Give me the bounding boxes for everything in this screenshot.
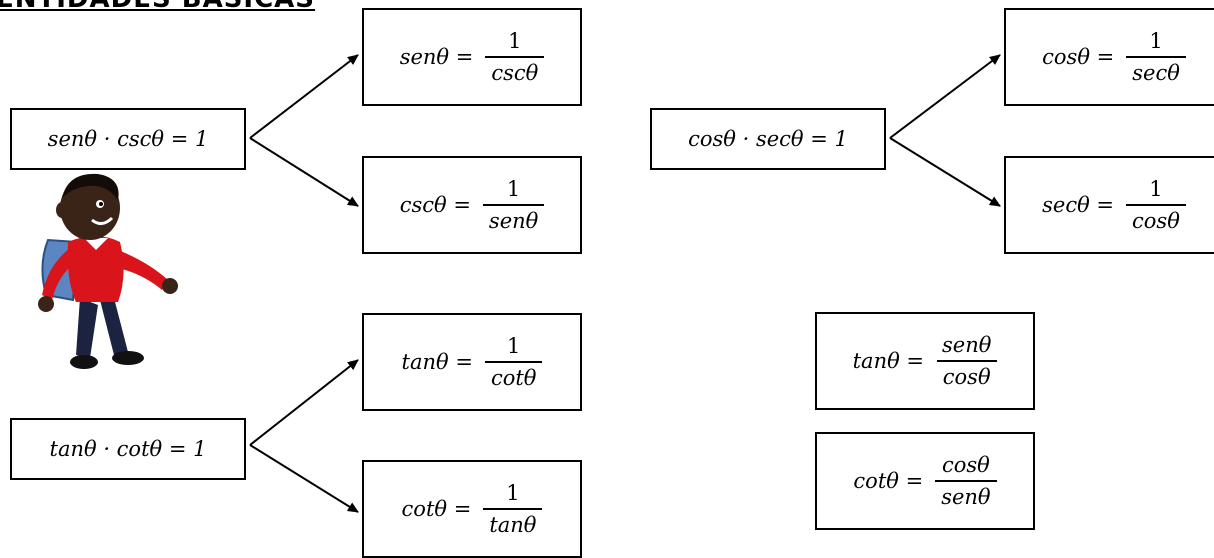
identity-sen-csc-product: senθ · cscθ = 1	[10, 108, 246, 170]
page-title: ENTIDADES BÁSICAS	[0, 0, 315, 14]
arrow-tan-cot-down	[249, 444, 359, 513]
arrow-cos-sec-up	[889, 54, 1001, 139]
identity-tan-cot-product: tanθ · cotθ = 1	[10, 418, 246, 480]
student-illustration	[38, 173, 178, 369]
arrow-tan-cot-up	[249, 359, 359, 446]
identity-cos-sec-product: cosθ · secθ = 1	[650, 108, 886, 170]
arrow-cos-sec-down	[889, 137, 1001, 207]
arrow-sen-csc-up	[249, 54, 359, 139]
arrow-sen-csc-down	[249, 137, 359, 207]
